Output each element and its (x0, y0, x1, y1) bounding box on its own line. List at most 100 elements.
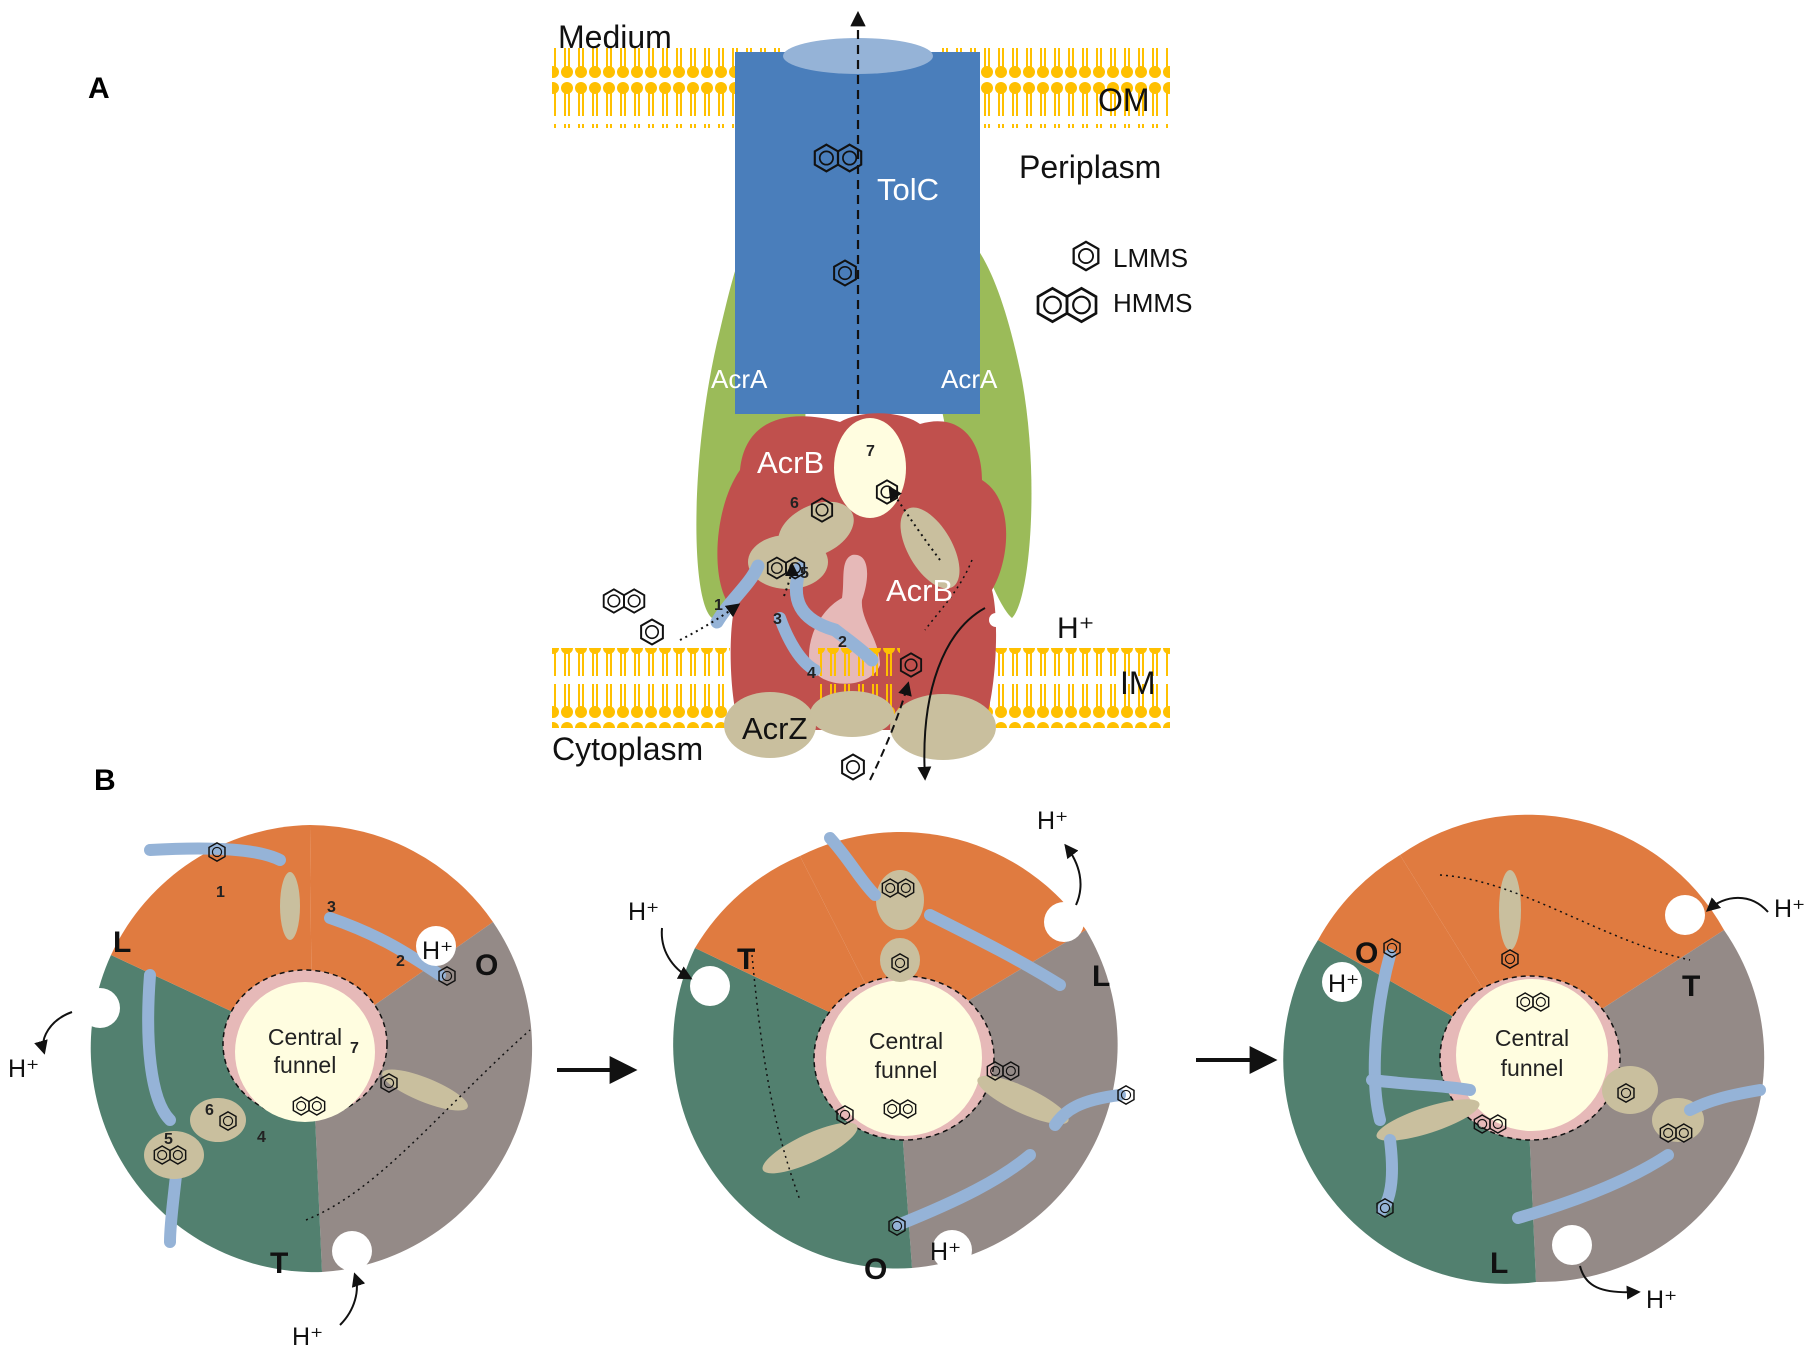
c1-site-1: 1 (216, 884, 225, 901)
label-periplasm: Periplasm (1019, 149, 1161, 185)
c3-proton-site-1 (1665, 895, 1705, 935)
label-om: OM (1098, 82, 1150, 118)
c1-h-plus-3: H⁺ (292, 1323, 323, 1351)
lower-domain-right (890, 694, 996, 760)
exit-funnel (834, 418, 906, 518)
path-to-7 (888, 485, 941, 561)
c1-proton-site-2 (80, 988, 120, 1028)
site-4: 4 (807, 665, 816, 682)
site-3: 3 (773, 611, 782, 628)
inner-membrane-right (982, 648, 1170, 728)
c1-site-7: 7 (350, 1040, 359, 1057)
c3-gate-top (1499, 870, 1521, 950)
c1-proton-site-3 (332, 1231, 372, 1271)
label-acrb-right: AcrB (886, 573, 953, 608)
proton-site-a (989, 613, 1003, 627)
c1-site-4: 4 (257, 1129, 266, 1146)
circle-1: L O T Central funnel H⁺ H⁺ H⁺ 1 2 3 4 5 … (8, 825, 533, 1351)
c3-proton-arrow-in (1705, 896, 1769, 913)
c3-label-t: T (1682, 970, 1700, 1003)
circle-3: O T L Central funnel H⁺ H⁺ H⁺ (1283, 814, 1805, 1314)
c1-proton-arrow-out (34, 1011, 73, 1055)
c1-site-5: 5 (164, 1131, 173, 1148)
c2-proximal (880, 938, 920, 982)
lmms-legend-icon (1072, 240, 1100, 272)
proton-path-a (917, 607, 986, 781)
hmms-outside (602, 588, 646, 614)
c1-channel-top (144, 842, 286, 866)
c1-gate (280, 872, 300, 940)
c1-label-l: L (113, 926, 131, 959)
c1-funnel (235, 982, 375, 1122)
c3-gate-left (1376, 1099, 1480, 1141)
c3-h-plus-1: H⁺ (1774, 895, 1805, 923)
c2-proton-site-1 (1044, 902, 1084, 942)
c3-h-plus-3: H⁺ (1646, 1286, 1677, 1314)
c3-channel-right (1684, 1084, 1766, 1116)
c1-h-plus-1: H⁺ (422, 937, 453, 965)
c1-funnel-line2: funnel (274, 1052, 337, 1078)
c2-funnel-line1: Central (869, 1028, 943, 1054)
tolc-top (783, 38, 933, 74)
label-im: IM (1120, 665, 1156, 701)
c3-interface-line (1439, 874, 1691, 961)
c2-label-t: T (737, 943, 755, 976)
c2-gate-right (977, 1075, 1069, 1125)
c1-h-plus-2: H⁺ (8, 1055, 39, 1083)
c2-h-plus-2: H⁺ (628, 898, 659, 926)
c1-site-6: 6 (205, 1102, 214, 1119)
c3-funnel-line2: funnel (1501, 1055, 1564, 1081)
c3-h-plus-2: H⁺ (1328, 970, 1359, 998)
c1-site-2: 2 (396, 953, 405, 970)
c2-label-l: L (1092, 960, 1110, 993)
c3-channel-lower (1512, 1149, 1674, 1224)
channel-4 (774, 612, 821, 676)
c1-proton-arrow-in (339, 1272, 366, 1326)
c3-label-o: O (1355, 937, 1378, 970)
c3-channel-left (1368, 949, 1396, 1126)
c1-proximal (144, 1131, 204, 1179)
c2-proton-site-3 (932, 1230, 972, 1270)
c1-label-t: T (270, 1247, 288, 1280)
c2-proton-arrow-out (1064, 843, 1082, 906)
inner-membrane-left (552, 648, 730, 728)
c2-channel-lower-right (1049, 1089, 1126, 1131)
c3-channel-mid (1366, 1074, 1476, 1096)
site-7: 7 (866, 443, 875, 460)
site-5: 5 (800, 565, 809, 582)
c2-channel-top (824, 832, 881, 901)
gate-pocket (900, 507, 960, 589)
label-acrz: AcrZ (742, 711, 807, 746)
c2-distal (876, 870, 924, 930)
label-acrb-top: AcrB (757, 445, 824, 480)
c3-proton-arrow-out (1579, 1265, 1641, 1300)
c3-funnel-line1: Central (1495, 1025, 1569, 1051)
c3-funnel (1456, 979, 1608, 1131)
lower-domain-center (810, 691, 894, 737)
c2-h-plus-3: H⁺ (930, 1238, 961, 1266)
cytoplasmic-entry (869, 681, 912, 781)
label-medium: Medium (558, 19, 672, 55)
c2-interface-line (751, 954, 801, 1201)
c3-channel-bottom (1376, 1134, 1398, 1216)
c1-site-3: 3 (327, 899, 336, 916)
c2-channel-bottom (892, 1149, 1036, 1231)
hmms-legend-icon (1036, 286, 1098, 324)
label-acra-left: AcrA (711, 364, 768, 394)
label-h-plus-a: H⁺ (1057, 612, 1095, 645)
c3-label-l: L (1490, 1247, 1508, 1280)
c2-funnel (826, 980, 982, 1136)
c3-segment-l (1283, 940, 1536, 1284)
c1-channel-right (324, 912, 446, 981)
c2-h-plus-1: H⁺ (1037, 807, 1068, 835)
acrz (724, 692, 816, 758)
site-2: 2 (838, 634, 847, 651)
c1-distal (190, 1098, 246, 1142)
c3-segment-o (1400, 814, 1724, 1058)
c2-gate-left (762, 1122, 858, 1174)
channel-1 (710, 559, 765, 629)
c1-funnel-line1: Central (268, 1024, 342, 1050)
entry-path-1 (679, 603, 741, 641)
site-1: 1 (714, 597, 723, 614)
